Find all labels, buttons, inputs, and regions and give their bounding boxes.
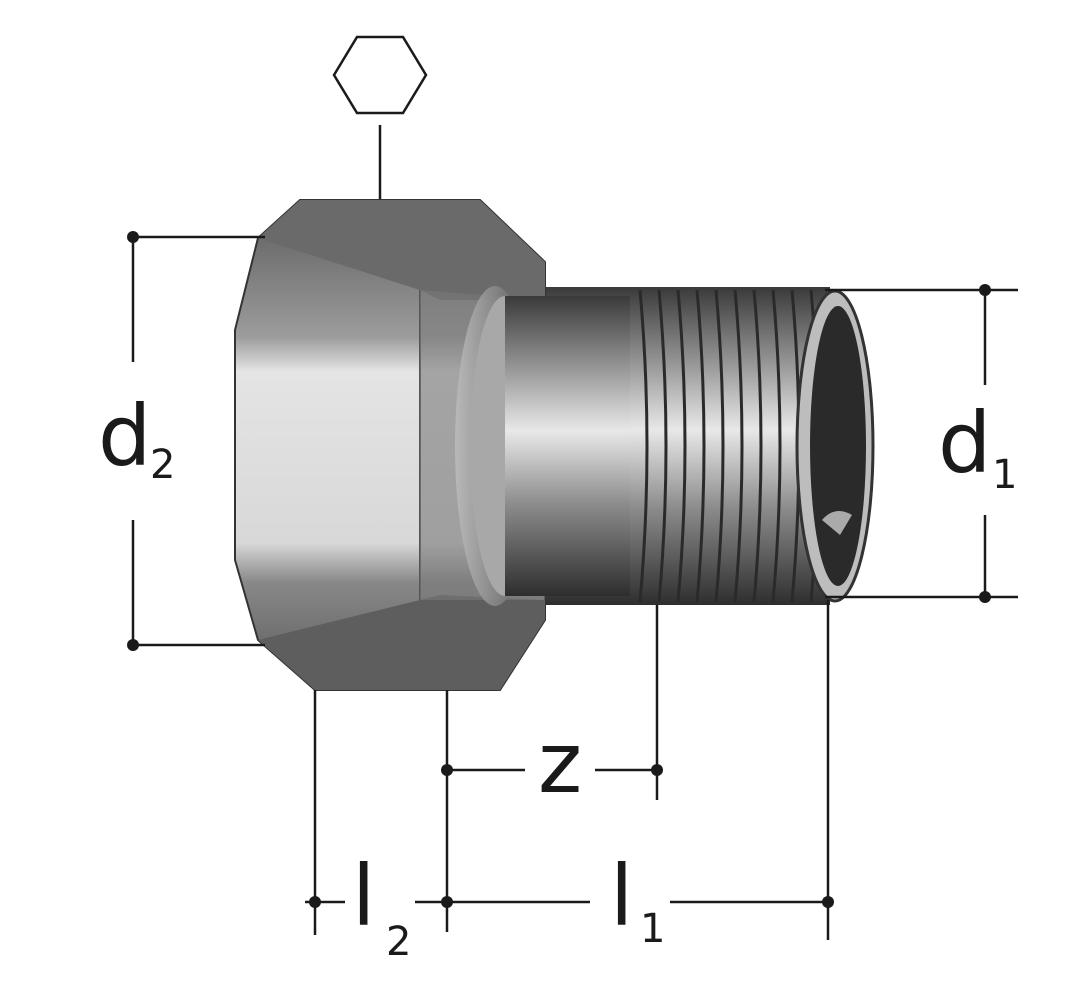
dim-d2-subscript: 2 — [150, 442, 175, 488]
thread-ridge — [733, 289, 744, 603]
thread-ridge — [771, 289, 782, 603]
dim-z-label: z — [538, 714, 582, 812]
fitting-illustration — [234, 199, 875, 691]
thread-ridge — [752, 289, 763, 603]
thread-ridge — [638, 289, 649, 603]
dim-d1-subscript: 1 — [992, 452, 1017, 498]
hexagon-icon — [332, 35, 428, 115]
dim-l1-label: l — [610, 847, 633, 945]
dim-l2-subscript: 2 — [386, 919, 411, 965]
thread-ridge — [657, 289, 668, 603]
thread-ridge — [695, 289, 706, 603]
dim-l1-subscript: 1 — [640, 906, 665, 952]
dim-l2-label: l — [352, 847, 375, 945]
dim-d1-label: d — [938, 394, 991, 492]
thread-ridge — [676, 289, 687, 603]
thread-ridge — [714, 289, 725, 603]
dimension-dots — [127, 231, 991, 908]
dim-d2-label: d — [98, 387, 151, 485]
